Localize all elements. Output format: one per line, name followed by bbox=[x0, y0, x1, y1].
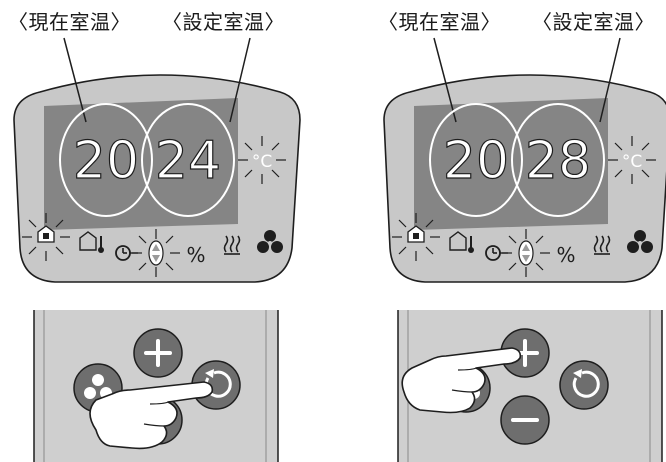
remote-right bbox=[398, 310, 662, 462]
humidity-percent-icon: % bbox=[186, 243, 205, 267]
updown-arrows-icon bbox=[519, 241, 533, 265]
display-unit-left: 20 24 °C bbox=[14, 38, 300, 282]
display-unit-right: 20 28 °C bbox=[384, 38, 666, 282]
unit-celsius: °C bbox=[252, 152, 272, 172]
plus-button[interactable] bbox=[134, 329, 182, 377]
unit-celsius: °C bbox=[622, 152, 642, 172]
humidity-percent-icon: % bbox=[556, 243, 575, 267]
mode-select-button[interactable] bbox=[560, 361, 608, 409]
current-temp-value: 20 bbox=[443, 131, 509, 191]
updown-arrows-icon bbox=[149, 241, 163, 265]
current-temp-value: 20 bbox=[73, 131, 139, 191]
setting-temp-value: 28 bbox=[525, 131, 591, 191]
remote-left bbox=[34, 310, 278, 462]
minus-button[interactable] bbox=[501, 396, 549, 444]
setting-temp-value: 24 bbox=[155, 131, 221, 191]
